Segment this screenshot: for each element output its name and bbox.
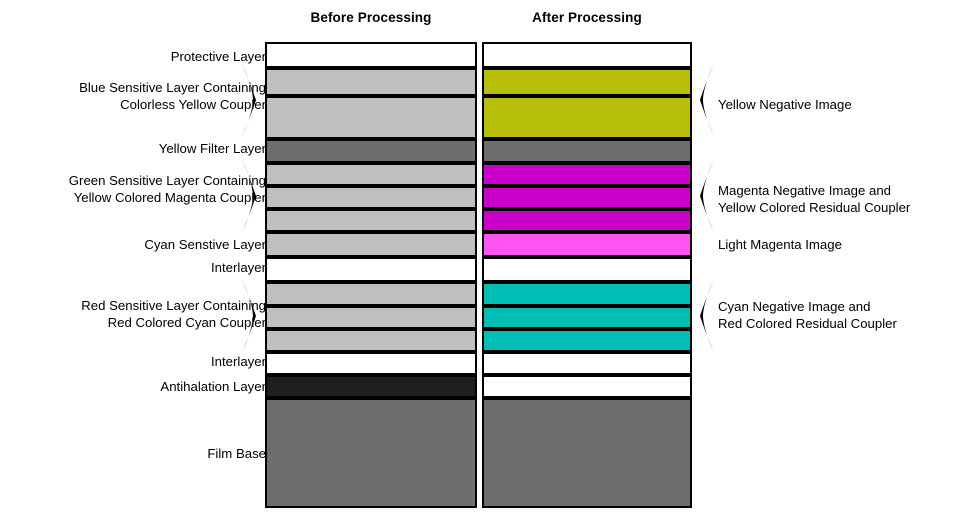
film-layer xyxy=(265,398,477,508)
film-layer xyxy=(265,232,477,257)
film-layer xyxy=(482,257,692,282)
film-layer xyxy=(482,96,692,139)
film-layer xyxy=(482,186,692,209)
film-layer xyxy=(265,375,477,398)
film-layer xyxy=(265,42,477,68)
film-layer xyxy=(265,139,477,163)
column-heading-after-processing: After Processing xyxy=(532,10,642,25)
film-layer xyxy=(265,282,477,306)
film-layer xyxy=(482,375,692,398)
film-layer xyxy=(482,232,692,257)
right-brace-icon xyxy=(698,64,716,136)
right-layer-label: Cyan Negative Image and Red Colored Resi… xyxy=(718,299,897,331)
film-layer xyxy=(265,352,477,375)
film-layer xyxy=(265,186,477,209)
film-layer xyxy=(482,163,692,186)
right-layer-label: Yellow Negative Image xyxy=(718,97,852,112)
film-layer xyxy=(265,163,477,186)
film-layer xyxy=(265,257,477,282)
left-layer-label: Yellow Filter Layer xyxy=(158,141,266,156)
film-layer xyxy=(482,398,692,508)
film-layer xyxy=(265,68,477,96)
left-layer-label: Cyan Senstive Layer xyxy=(144,237,266,252)
film-layer xyxy=(482,68,692,96)
film-layer xyxy=(482,209,692,232)
film-layer xyxy=(482,329,692,352)
left-brace-icon xyxy=(240,160,258,232)
right-layer-label: Magenta Negative Image and Yellow Colore… xyxy=(718,183,911,215)
film-stack-after-processing xyxy=(482,42,692,508)
left-layer-label: Protective Layer xyxy=(170,49,266,64)
right-brace-icon xyxy=(698,160,716,232)
left-layer-label: Green Sensitive Layer Containing Yellow … xyxy=(68,173,266,205)
right-layer-label: Light Magenta Image xyxy=(718,237,842,252)
left-layer-label: Interlayer xyxy=(211,260,266,275)
film-layer xyxy=(482,352,692,375)
column-heading-before-processing: Before Processing xyxy=(310,10,432,25)
left-layer-label: Interlayer xyxy=(211,354,266,369)
left-layer-label: Red Sensitive Layer Containing Red Color… xyxy=(81,298,266,330)
film-layer xyxy=(482,306,692,329)
left-brace-icon xyxy=(240,280,258,352)
film-stack-before-processing xyxy=(265,42,477,508)
film-layer xyxy=(265,96,477,139)
left-layer-label: Antihalation Layer xyxy=(160,379,266,394)
film-layer xyxy=(482,42,692,68)
left-layer-label: Film Base xyxy=(207,446,266,461)
film-layer xyxy=(265,209,477,232)
right-brace-icon xyxy=(698,280,716,352)
film-layer xyxy=(482,282,692,306)
film-layer xyxy=(482,139,692,163)
film-layer xyxy=(265,306,477,329)
film-layer xyxy=(265,329,477,352)
left-brace-icon xyxy=(240,64,258,136)
left-layer-label: Blue Sensitive Layer Containing Colorles… xyxy=(79,80,266,112)
